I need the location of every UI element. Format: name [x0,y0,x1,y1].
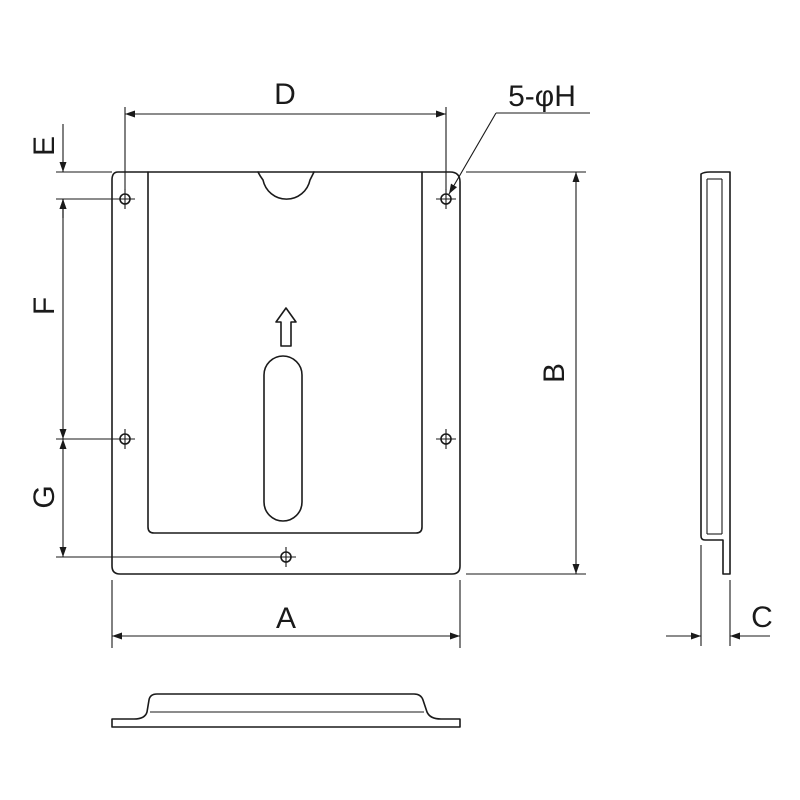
label-h: 5-φH [508,80,576,113]
finger-notch [257,171,315,200]
label-f: F [28,297,61,315]
inner-pocket [147,171,423,534]
mount-hole [436,429,456,449]
front-view [111,171,461,575]
center-slot [263,355,303,522]
mount-hole [115,189,135,209]
label-e: E [28,136,61,156]
label-c: C [751,601,773,634]
label-g: G [28,485,61,508]
dimension-a: A [111,580,461,648]
dimension-c: C [666,545,773,646]
bottom-view [111,693,461,728]
label-a: A [276,602,296,635]
dimension-h: 5-φH [448,80,590,195]
up-arrow-icon [275,307,297,347]
dimension-b: B [466,171,586,575]
mount-hole [436,189,456,209]
outer-plate [111,171,461,575]
dimension-d: D [124,78,447,190]
mount-hole [115,429,135,449]
label-d: D [274,78,296,111]
label-b: B [538,363,571,383]
dimension-efg: E F G [28,124,280,558]
side-view [700,171,731,575]
